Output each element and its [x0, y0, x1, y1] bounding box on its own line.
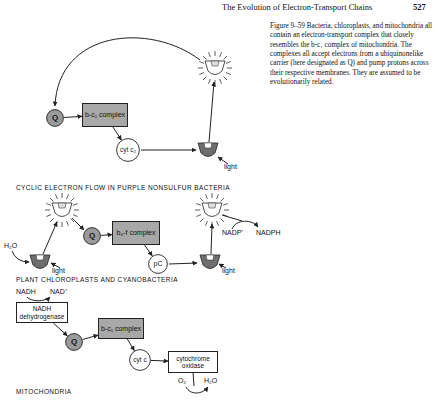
- reduction-arrow: [186, 387, 208, 393]
- excitation-arrow: [209, 82, 214, 142]
- electron-flow-connector: [151, 360, 168, 362]
- complex-box: b₆-f complex: [112, 221, 160, 245]
- molecule-label: NADP⁺: [222, 229, 243, 236]
- electron-flow-connector: [113, 127, 122, 140]
- panel-title: MITOCHONDRIA: [16, 389, 72, 396]
- photosystem-one: [200, 255, 220, 269]
- circle-shape: [149, 255, 168, 274]
- circle-shape: [84, 228, 101, 245]
- connector-group: [53, 116, 168, 361]
- molecule-label: H₂O: [4, 242, 17, 249]
- electron-flow-line: [222, 215, 242, 221]
- excited-photosystem-one: [195, 193, 229, 227]
- pathway-art: [12, 38, 258, 393]
- molecule-label: H₂O: [204, 377, 217, 384]
- excitation-arrow: [43, 222, 57, 254]
- molecule-label: NADPH: [256, 229, 281, 236]
- electron-flow-arrow: [141, 150, 196, 151]
- molecule-label: NADH: [16, 288, 36, 295]
- node-text: b₆-f complex: [116, 229, 155, 237]
- node-text: b-c₁ complex: [101, 325, 141, 333]
- excited-photosystem-two: [45, 193, 79, 227]
- figure-caption: Figure 9–59 Bacteria, chloroplasts, and …: [270, 22, 433, 88]
- complex-box: b-c₁ complex: [98, 318, 144, 339]
- photosystem-two: [30, 255, 50, 269]
- node-text: Q: [89, 232, 95, 241]
- water-arrow: [12, 251, 29, 262]
- enzyme-box: cytochrome oxidase: [168, 351, 218, 373]
- carrier-circle: Q: [46, 109, 64, 127]
- electron-flow-connector: [83, 335, 98, 339]
- panel-title: PLANT CHLOROPLASTS AND CYANOBACTERIA: [16, 277, 178, 284]
- running-head: The Evolution of Electron-Transport Chai…: [222, 3, 372, 12]
- panel-title: CYCLIC ELECTRON FLOW IN PURPLE NONSULFUR…: [16, 185, 230, 192]
- electron-flow-arrow: [169, 263, 197, 264]
- excited-reaction-center: [198, 51, 232, 85]
- molecule-label: O₂: [178, 377, 186, 384]
- circle-shape: [130, 350, 151, 371]
- electron-flow-connector: [53, 323, 67, 336]
- electron-flow-arrow: [55, 38, 200, 106]
- electron-flow-connector: [127, 339, 134, 351]
- cytochrome-circle: cyt c₂: [116, 138, 140, 162]
- light-label: light: [52, 267, 65, 274]
- light-label: light: [224, 163, 237, 170]
- circle-shape: [117, 139, 140, 162]
- cytochrome-circle: cyt c: [129, 349, 151, 371]
- complex-box: b-c₁ complex: [82, 103, 128, 127]
- node-text: NADH dehydrogenase: [17, 305, 67, 319]
- node-text: Q: [71, 338, 77, 347]
- node-text: Q: [52, 114, 58, 123]
- plastocyanin-circle: pC: [148, 254, 168, 274]
- carrier-circle: Q: [83, 227, 101, 245]
- electron-flow-connector: [64, 116, 82, 117]
- light-arrow: [218, 157, 228, 164]
- page-number: 527: [413, 3, 426, 12]
- node-text: cytochrome oxidase: [169, 355, 217, 369]
- electron-flow-connector: [101, 234, 112, 236]
- electron-flow-connector: [145, 245, 153, 256]
- oxidation-arrow: [27, 297, 50, 301]
- carrier-circle: Q: [65, 333, 83, 351]
- node-text: b-c₁ complex: [85, 111, 125, 119]
- light-label: light: [222, 267, 235, 274]
- node-text: cyt c₂: [120, 146, 136, 153]
- reaction-center: [198, 143, 218, 157]
- node-text: cyt c: [133, 356, 146, 363]
- electron-flow-line: [193, 372, 194, 386]
- molecule-label: NAD⁺: [50, 288, 67, 295]
- excitation-arrow: [211, 224, 212, 254]
- electron-flow-arrow: [72, 218, 84, 230]
- reduction-arrow: [232, 221, 258, 229]
- circle-shape: [47, 110, 64, 127]
- enzyme-box: NADH dehydrogenase: [16, 302, 68, 323]
- circle-shape: [66, 334, 83, 351]
- node-text: pC: [154, 260, 163, 268]
